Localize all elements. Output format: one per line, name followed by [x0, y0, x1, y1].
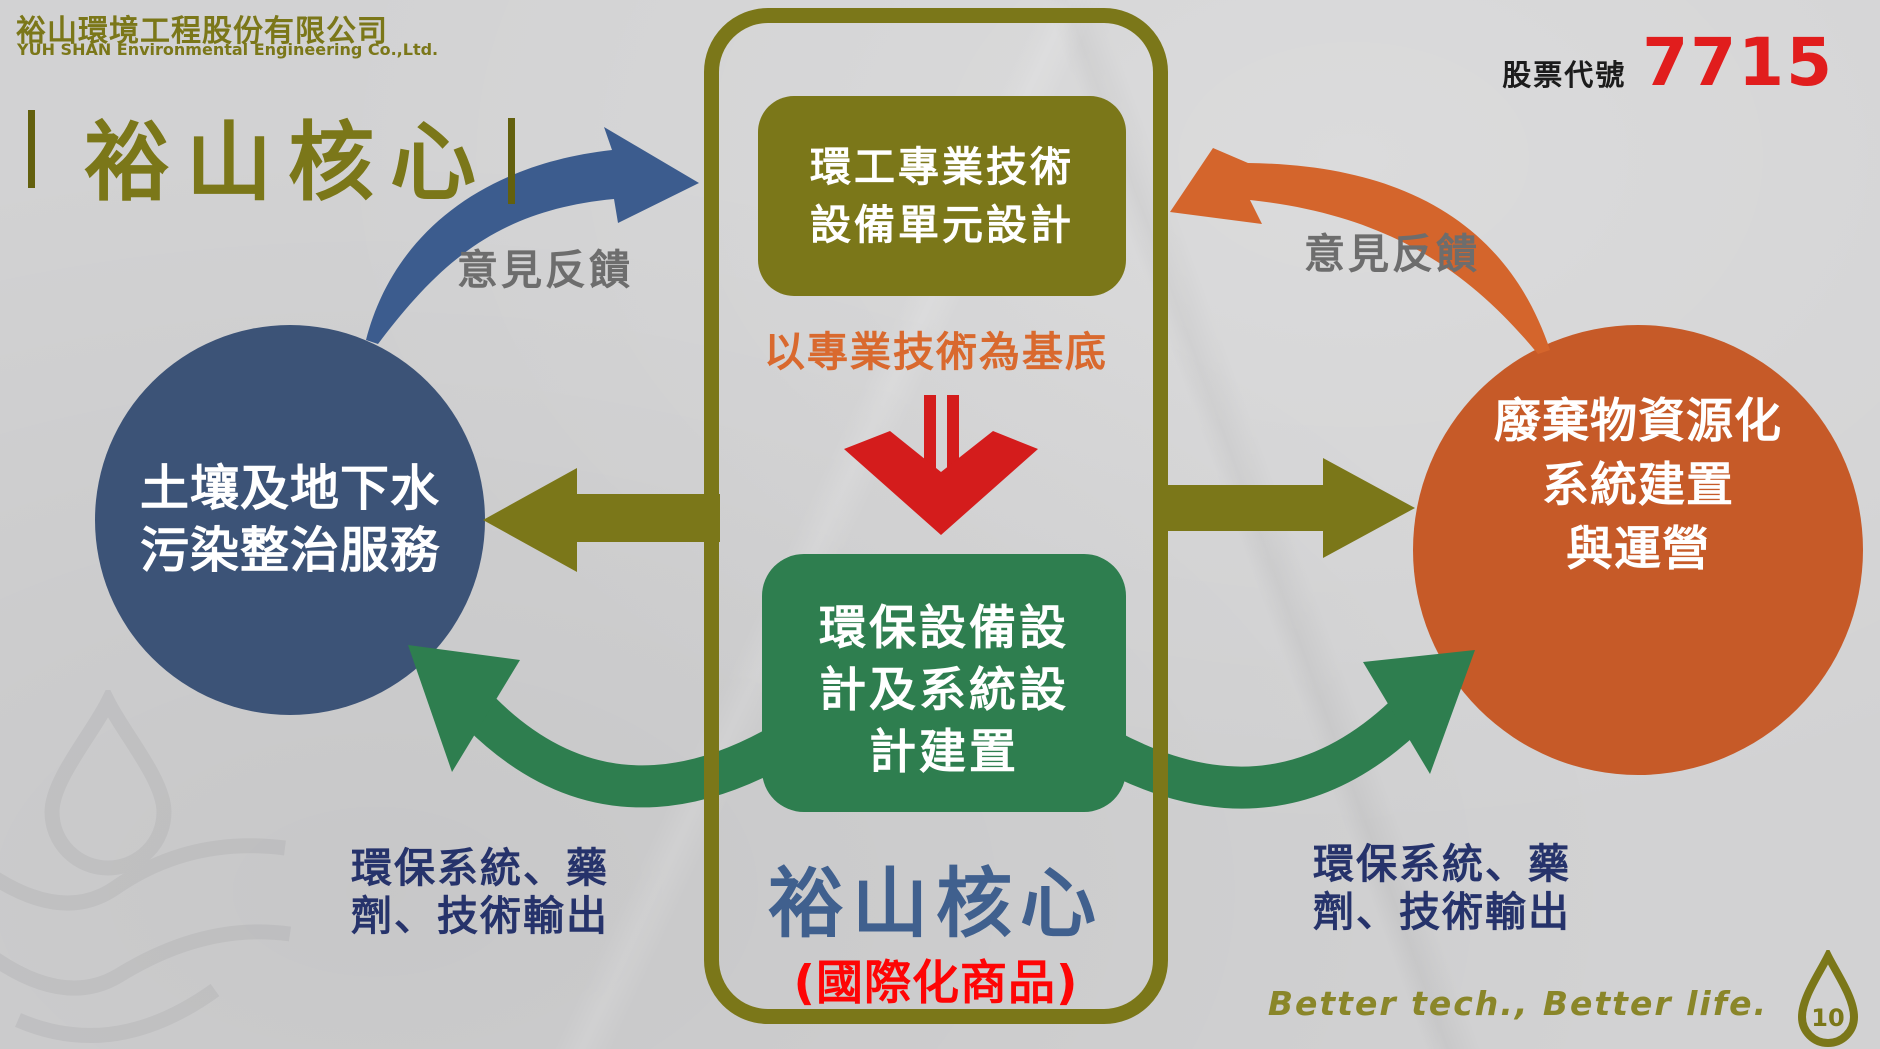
title-accent-bar-right	[508, 118, 515, 204]
watermark-drop-icon	[44, 690, 172, 876]
basis-text: 以專業技術為基底	[764, 328, 1108, 376]
watermark-logo	[0, 690, 292, 1043]
feedback-label-left: 意見反饋	[457, 246, 633, 294]
output-label-left: 環保系統、藥 劑、技術輸出	[330, 844, 630, 940]
output-right-line1: 環保系統、藥	[1313, 840, 1571, 888]
top-box-engineering-design: 環工專業技術 設備單元設計	[758, 96, 1126, 296]
watermark-leaf-icon	[0, 838, 286, 911]
left-circle-line2: 污染整治服務	[139, 522, 440, 579]
core-frame-outline	[704, 8, 1168, 1024]
page-title: 裕山核心	[84, 113, 492, 213]
output-right-line2: 劑、技術輸出	[1313, 888, 1571, 936]
stock-code-value: 7715	[1642, 24, 1834, 101]
green-box-line1: 環保設備設	[819, 601, 1069, 656]
slogan-text: Better tech., Better life.	[1267, 984, 1768, 1023]
output-left-line2: 劑、技術輸出	[351, 892, 609, 940]
right-circle-waste-recycling: 廢棄物資源化 系統建置 與運營	[1413, 325, 1863, 775]
green-box-line2: 計及系統設	[819, 663, 1069, 718]
stock-code-label: 股票代號	[1502, 58, 1627, 92]
company-logo-zh: 裕山環境工程股份有限公司	[16, 14, 388, 49]
green-box-system-construction: 環保設備設 計及系統設 計建置	[762, 554, 1126, 812]
left-circle-soil-groundwater: 土壤及地下水 污染整治服務	[95, 325, 485, 715]
core-subtitle: (國際化商品)	[793, 956, 1079, 1011]
top-box-line1: 環工專業技術	[810, 143, 1074, 191]
green-box-line3: 計建置	[869, 725, 1019, 780]
right-circle-line3: 與運營	[1566, 522, 1710, 577]
watermark-leaf-icon	[15, 983, 220, 1043]
title-accent-bar-left	[28, 110, 35, 188]
green-output-arrowhead-left	[408, 645, 520, 772]
output-label-right: 環保系統、藥 劑、技術輸出	[1292, 840, 1592, 936]
core-title: 裕山核心	[768, 859, 1104, 948]
right-circle-line1: 廢棄物資源化	[1494, 394, 1782, 449]
page-number: 10	[1811, 1004, 1844, 1032]
top-box-line2: 設備單元設計	[810, 201, 1074, 249]
company-logo-en: YUH SHAN Environmental Engineering Co.,L…	[17, 40, 439, 59]
feedback-label-right: 意見反饋	[1304, 230, 1480, 278]
output-left-line1: 環保系統、藥	[351, 844, 609, 892]
left-circle-line1: 土壤及地下水	[139, 460, 440, 517]
page-number-drop-icon: 10	[1797, 950, 1859, 1047]
stock-code-block: 股票代號 7715	[1502, 24, 1834, 101]
right-circle-line2: 系統建置	[1542, 458, 1734, 513]
olive-arrow-right	[1158, 458, 1415, 558]
olive-arrow-left	[483, 468, 720, 572]
watermark-leaf-icon	[0, 924, 292, 996]
